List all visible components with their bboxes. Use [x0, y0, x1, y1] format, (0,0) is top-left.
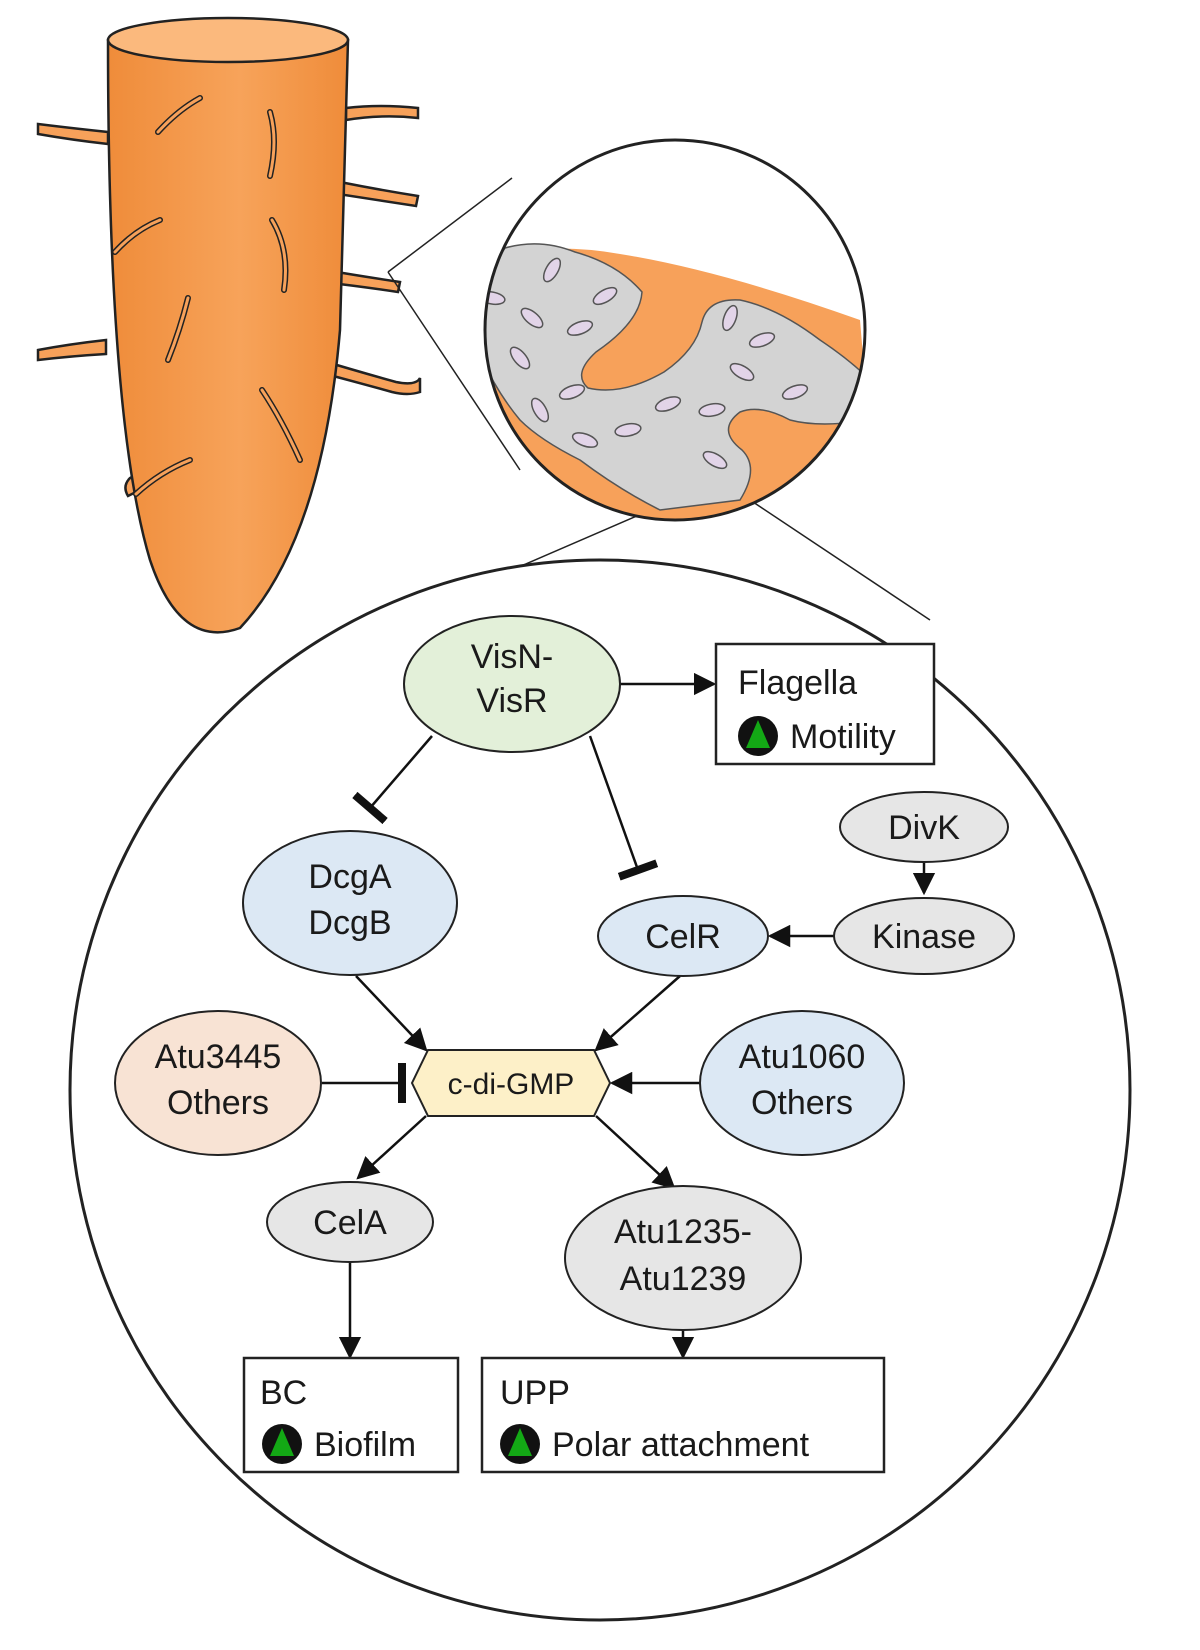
node-dcga-dcgb: DcgA DcgB [242, 830, 458, 976]
dcga-dcgb-ellipse [242, 830, 458, 976]
edge-cdigmp-to-atu1235 [595, 1115, 676, 1190]
cdigmp-hexagon [410, 1049, 612, 1117]
dcga-dcgb-label-1: DcgA [308, 858, 391, 896]
atu3445-label-1: Atu3445 [155, 1038, 282, 1076]
node-cela: CelA [266, 1181, 434, 1263]
cela-label: CelA [313, 1204, 387, 1242]
motility-label: Motility [790, 718, 896, 756]
root-top-opening [106, 16, 350, 64]
polar-attachment-label: Polar attachment [552, 1426, 810, 1464]
upp-box-frame [480, 1356, 886, 1474]
atu1060-label-2: Others [751, 1084, 853, 1122]
box-bc: BC Biofilm [242, 1356, 460, 1474]
kinase-ellipse [833, 897, 1015, 975]
visn-visr-label-1: VisN- [471, 638, 554, 676]
edge-dcg-to-cdigmp [355, 975, 428, 1052]
node-atu1060: Atu1060 Others [699, 1010, 905, 1156]
divk-ellipse [839, 791, 1009, 863]
node-cdigmp: c-di-GMP [410, 1049, 612, 1117]
atu3445-label-2: Others [167, 1084, 269, 1122]
cela-ellipse [266, 1181, 434, 1263]
visn-visr-label-2: VisR [476, 682, 547, 720]
edge-visnr-inhibits-celr [588, 735, 659, 881]
node-kinase: Kinase [833, 897, 1015, 975]
dcga-dcgb-label-2: DcgB [308, 904, 391, 942]
edge-visnr-inhibits-dcg [352, 735, 433, 825]
celr-label: CelR [645, 918, 721, 956]
celr-ellipse [597, 895, 769, 977]
atu1235-ellipse [564, 1185, 802, 1331]
root-body [106, 38, 350, 634]
edge-cdigmp-to-cela [356, 1115, 427, 1180]
network-edges [322, 672, 936, 1360]
atu1235-label-2: Atu1239 [620, 1260, 747, 1298]
visn-visr-ellipse [403, 615, 621, 753]
node-visn-visr: VisN- VisR [403, 615, 621, 753]
atu3445-ellipse [114, 1010, 322, 1156]
divk-label: DivK [888, 809, 960, 847]
node-divk: DivK [839, 791, 1009, 863]
biofilm-up-icon [270, 1428, 294, 1456]
node-atu3445: Atu3445 Others [114, 1010, 322, 1156]
cdigmp-label: c-di-GMP [448, 1068, 575, 1101]
bc-title: BC [260, 1374, 307, 1412]
flagella-title: Flagella [738, 664, 857, 702]
box-upp: UPP Polar attachment [480, 1356, 886, 1474]
node-celr: CelR [597, 895, 769, 977]
upp-title: UPP [500, 1374, 570, 1412]
atu1060-ellipse [699, 1010, 905, 1156]
atu1235-label-1: Atu1235- [614, 1213, 752, 1251]
biofilm-matrix [485, 243, 865, 511]
edge-celr-to-cdigmp [594, 975, 681, 1052]
node-atu1235: Atu1235- Atu1239 [564, 1185, 802, 1331]
atu1060-label-1: Atu1060 [739, 1038, 866, 1076]
kinase-label: Kinase [872, 918, 976, 956]
box-flagella: Flagella Motility [714, 642, 936, 766]
polar-attachment-up-icon [508, 1428, 532, 1456]
plant-root [36, 16, 422, 634]
biofilm-zoom-circle [483, 138, 867, 522]
zoom-bacteria [485, 257, 809, 470]
biofilm-label: Biofilm [314, 1426, 416, 1464]
motility-up-icon [746, 720, 770, 748]
